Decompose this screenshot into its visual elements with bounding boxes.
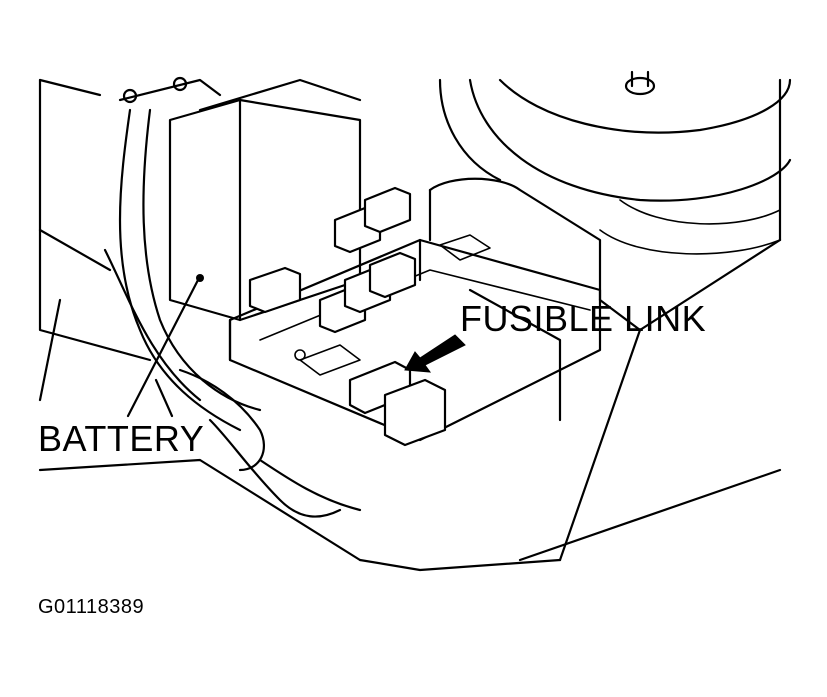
- cable-harness: [103, 108, 362, 518]
- air-box: [428, 177, 602, 422]
- leader-lines: [126, 278, 200, 418]
- harness-leader-line: [154, 378, 174, 418]
- battery-label: BATTERY: [38, 418, 205, 459]
- strut-tower: [438, 70, 792, 255]
- compartment-frame: [38, 78, 782, 572]
- battery-body: [118, 76, 362, 322]
- fusible-link-label: FUSIBLE LINK: [460, 298, 707, 339]
- relay-box: [228, 186, 602, 447]
- battery-leader-line: [126, 278, 200, 418]
- fusible-link-arrow: [404, 334, 466, 373]
- figure-id-label: G01118389: [38, 596, 145, 618]
